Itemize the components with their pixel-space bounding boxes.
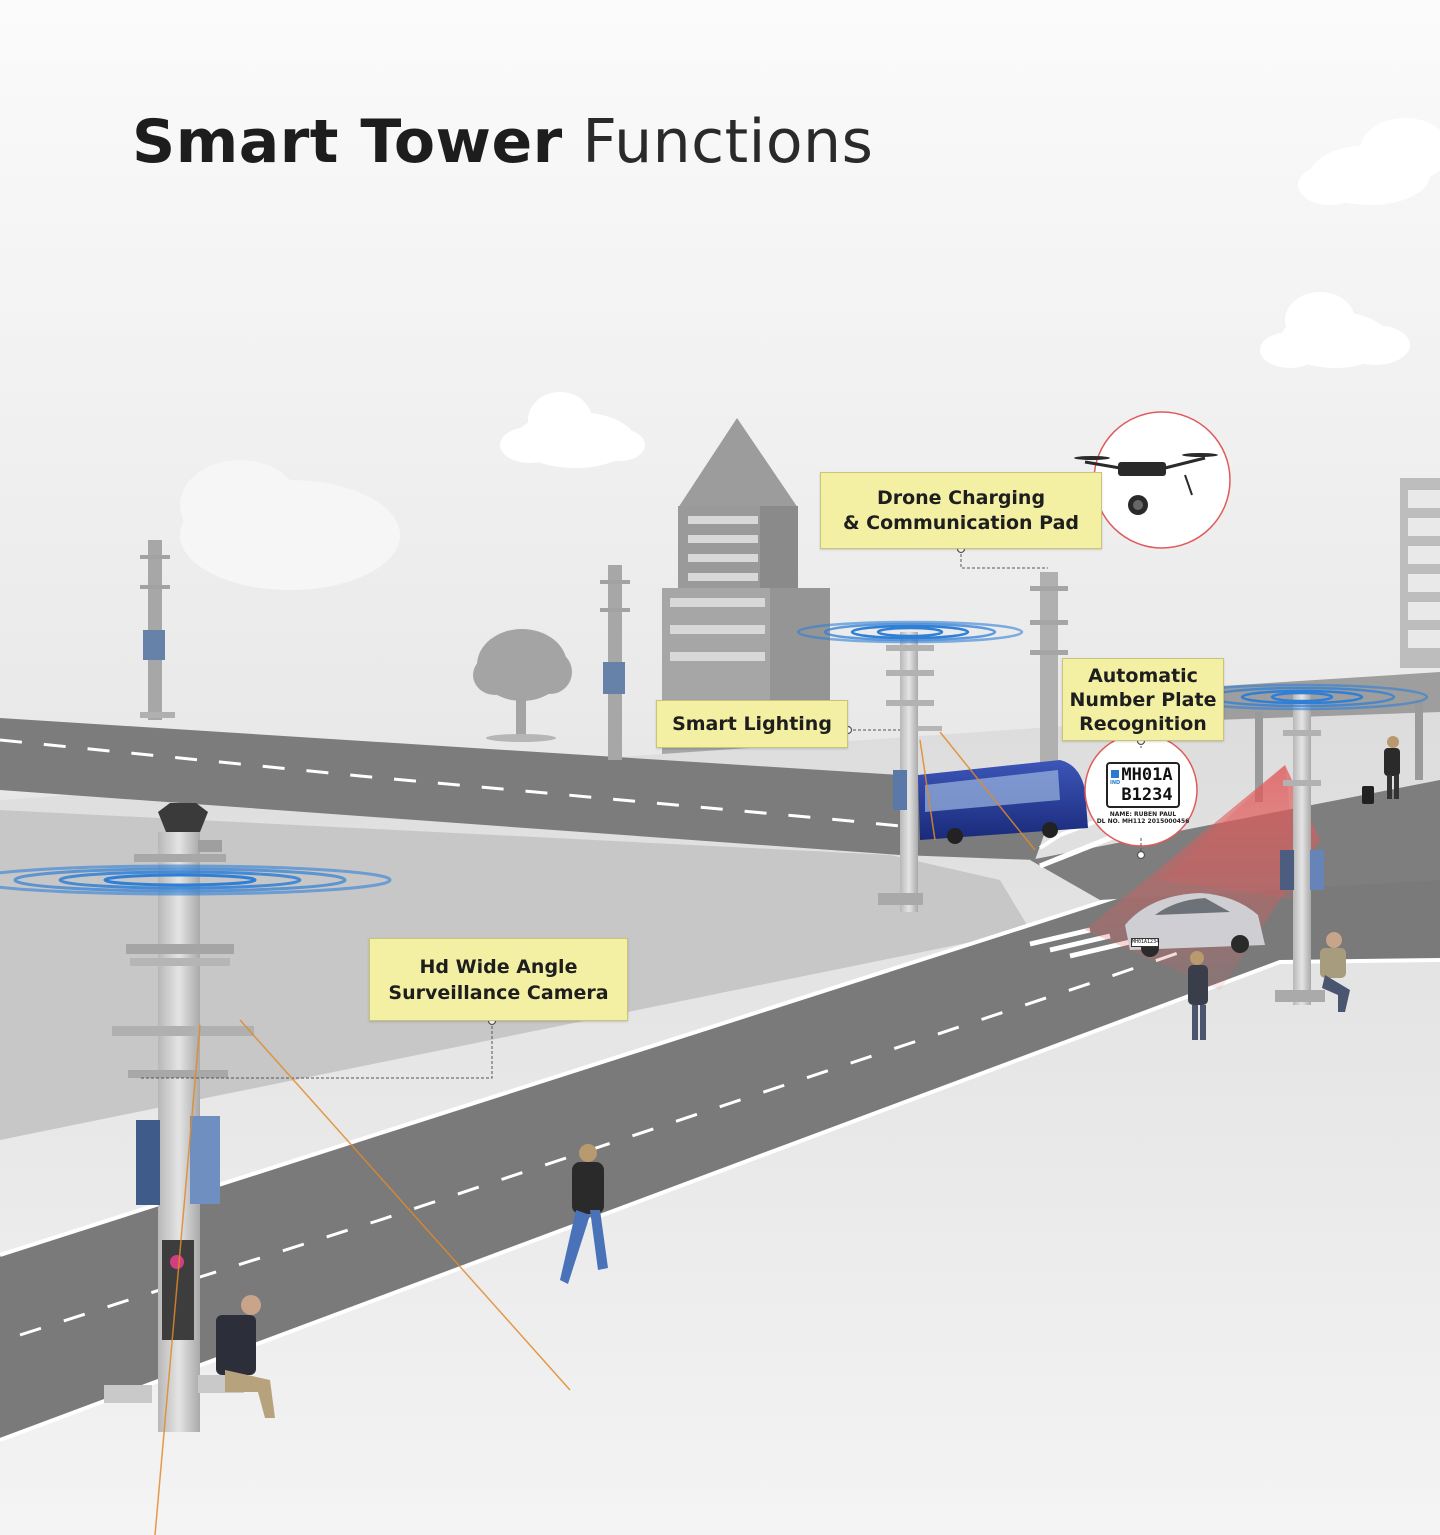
cloud-icon [1298, 118, 1440, 205]
callout-line: Smart Lighting [672, 713, 832, 735]
callout-drone-charging: Drone Charging & Communication Pad [820, 472, 1102, 549]
flag-icon [1111, 770, 1119, 778]
person-icon [1320, 932, 1350, 1012]
plate-owner-info: NAME: RUBEN PAUL DL NO. MH112 2015000456 [1090, 811, 1196, 825]
person-icon [1188, 951, 1208, 1040]
callout-line: Hd Wide Angle [419, 955, 578, 978]
callout-line: Number Plate [1069, 688, 1217, 711]
distant-tower-3 [1030, 572, 1068, 762]
cloud-icon [180, 460, 400, 590]
upper-road [0, 718, 1060, 860]
main-road [0, 860, 1440, 1440]
cloud-icon [1260, 292, 1410, 368]
drone-icon [1074, 453, 1218, 515]
plate-dl-number: DL NO. MH112 2015000456 [1096, 818, 1190, 825]
anpr-tower [1275, 690, 1325, 1005]
person-icon [1362, 736, 1400, 804]
title-light: Functions [582, 107, 874, 177]
callout-surveillance-camera: Hd Wide Angle Surveillance Camera [369, 938, 628, 1021]
callout-line: Drone Charging [876, 486, 1046, 509]
callout-smart-lighting: Smart Lighting [656, 700, 848, 748]
car-number-plate: MH01A1234 [1131, 938, 1160, 947]
page-title: Smart Tower Functions [132, 100, 873, 184]
tree-icon [473, 629, 572, 742]
plate-line-1: MH01A [1121, 765, 1173, 785]
plate-country: IND [1110, 780, 1121, 786]
building-icon [1400, 478, 1440, 668]
distant-tower-1 [140, 540, 175, 720]
title-bold: Smart Tower [132, 107, 563, 177]
bus-icon [918, 760, 1088, 844]
plate-owner-name: NAME: RUBEN PAUL [1109, 811, 1177, 818]
person-icon [560, 1144, 608, 1284]
callout-line: Recognition [1079, 712, 1207, 735]
number-plate: IND MH01A B1234 [1106, 762, 1180, 808]
callout-line: & Communication Pad [842, 511, 1080, 534]
signal-rings-icon [796, 620, 1024, 644]
person-icon [216, 1295, 275, 1418]
callout-line: Automatic [1088, 664, 1198, 687]
callout-line: Surveillance Camera [388, 981, 609, 1004]
front-tower [104, 803, 254, 1432]
car-icon [1125, 893, 1265, 957]
cloud-icon [500, 392, 645, 468]
light-rays [154, 731, 1036, 1535]
distant-tower-2 [600, 565, 630, 760]
callout-number-plate-recognition: Automatic Number Plate Recognition [1062, 658, 1224, 741]
signal-rings-icon [0, 864, 392, 896]
plate-line-2: B1234 [1121, 785, 1173, 805]
middle-tower [878, 632, 942, 912]
drone-circle [1093, 411, 1231, 549]
